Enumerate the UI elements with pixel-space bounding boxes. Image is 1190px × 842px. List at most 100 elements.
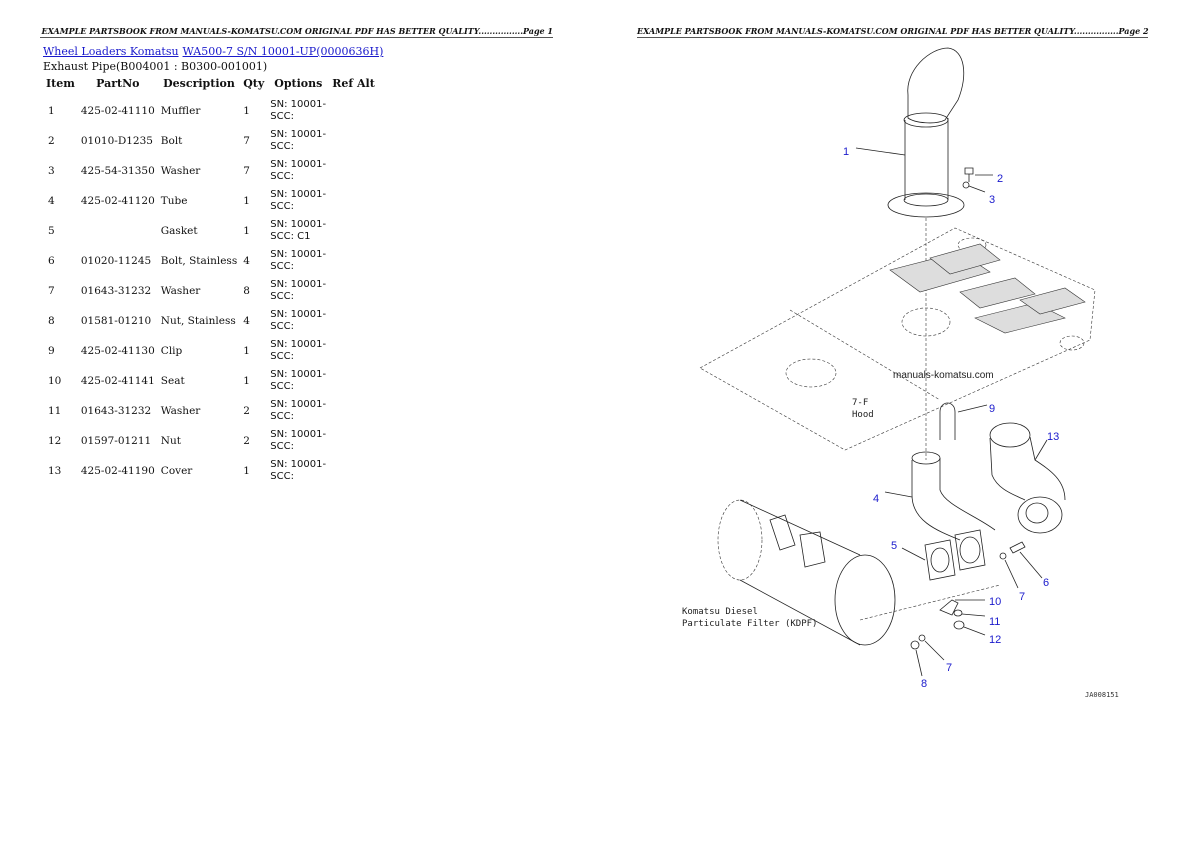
option-serial: SN: 10001- — [270, 429, 327, 440]
cell-partno: 425-54-31350 — [80, 165, 155, 177]
option-scc: SCC: — [270, 321, 294, 332]
page-header-2: EXAMPLE PARTSBOOK FROM MANUALS-KOMATSU.C… — [637, 26, 1149, 38]
col-qty: Qty — [243, 77, 265, 90]
hood-label-2: Hood — [852, 410, 874, 420]
cell-qty: 2 — [243, 435, 250, 447]
option-serial: SN: 10001- — [270, 369, 327, 380]
option-serial: SN: 10001- — [270, 129, 327, 140]
cell-partno: 425-02-41130 — [80, 345, 155, 357]
cell-options: SN: 10001-SCC: — [267, 126, 329, 156]
option-serial: SN: 10001- — [270, 219, 327, 230]
cell-ref-alt — [329, 336, 378, 366]
cell-description: Seat — [160, 375, 185, 387]
cell-description: Washer — [160, 285, 201, 297]
cell-qty: 2 — [243, 405, 250, 417]
table-header-row: Item PartNo Description Qty Options Ref … — [43, 76, 378, 96]
table-row: 2 01010-D1235 Bolt 7 SN: 10001-SCC: — [43, 126, 378, 156]
callout-11: 11 — [989, 616, 1000, 628]
cell-options: SN: 10001-SCC: — [267, 306, 329, 336]
option-serial: SN: 10001- — [270, 159, 327, 170]
watermark-text: manuals-komatsu.com — [893, 370, 994, 381]
section-title: Exhaust Pipe(B004001 : B0300-001001) — [43, 60, 268, 73]
cell-item: 10 — [48, 375, 62, 387]
callout-9: 9 — [989, 403, 995, 415]
cell-ref-alt — [329, 306, 378, 336]
option-scc: SCC: — [270, 201, 294, 212]
col-item: Item — [46, 77, 75, 90]
cell-description: Bolt — [160, 135, 183, 147]
breadcrumb-link-category[interactable]: Wheel Loaders Komatsu — [43, 45, 179, 58]
cell-partno: 425-02-41120 — [80, 195, 155, 207]
option-scc: SCC: — [270, 351, 294, 362]
page-header-1: EXAMPLE PARTSBOOK FROM MANUALS-KOMATSU.C… — [40, 26, 553, 38]
cell-partno: 01010-D1235 — [80, 135, 153, 147]
cell-options: SN: 10001-SCC: — [267, 276, 329, 306]
cell-partno: 425-02-41110 — [80, 105, 155, 117]
cell-item: 8 — [48, 315, 55, 327]
cell-item: 12 — [48, 435, 62, 447]
option-scc: SCC: — [270, 261, 294, 272]
option-serial: SN: 10001- — [270, 339, 327, 350]
cell-item: 1 — [48, 105, 55, 117]
cell-item: 11 — [48, 405, 62, 417]
cell-options: SN: 10001-SCC: — [267, 396, 329, 426]
col-description: Description — [163, 77, 235, 90]
cell-ref-alt — [329, 396, 378, 426]
callout-3: 3 — [989, 194, 995, 206]
cell-ref-alt — [329, 126, 378, 156]
option-scc: SCC: — [270, 441, 294, 452]
callout-1: 1 — [843, 146, 849, 158]
cell-description: Nut — [160, 435, 181, 447]
option-serial: SN: 10001- — [270, 189, 327, 200]
cell-qty: 1 — [243, 465, 250, 477]
option-scc: SCC: — [270, 111, 294, 122]
cell-qty: 4 — [243, 315, 250, 327]
kdpf-label-1: Komatsu Diesel — [682, 607, 758, 617]
callout-8: 8 — [921, 678, 927, 690]
cell-options: SN: 10001-SCC: — [267, 426, 329, 456]
cell-description: Nut, Stainless — [160, 315, 236, 327]
cell-item: 3 — [48, 165, 55, 177]
cell-description: Cover — [160, 465, 193, 477]
cell-item: 7 — [48, 285, 55, 297]
option-serial: SN: 10001- — [270, 399, 327, 410]
table-row: 8 01581-01210 Nut, Stainless 4 SN: 10001-SCC… — [43, 306, 378, 336]
option-scc: SCC: — [270, 411, 294, 422]
callout-13: 13 — [1047, 431, 1059, 443]
cell-qty: 1 — [243, 225, 250, 237]
muffler-drawing — [855, 47, 993, 460]
cell-description: Gasket — [160, 225, 198, 237]
cell-options: SN: 10001-SCC: C1 — [267, 216, 329, 246]
option-serial: SN: 10001- — [270, 99, 327, 110]
cell-partno: 01597-01211 — [80, 435, 152, 447]
cell-description: Bolt, Stainless — [160, 255, 238, 267]
option-serial: SN: 10001- — [270, 279, 327, 290]
callout-4: 4 — [873, 493, 879, 505]
cell-description: Clip — [160, 345, 183, 357]
col-options: Options — [274, 77, 323, 90]
tube-drawing — [884, 451, 996, 571]
cell-description: Washer — [160, 405, 201, 417]
cell-qty: 7 — [243, 165, 250, 177]
breadcrumb-link-model[interactable]: WA500-7 S/N 10001-UP(0000636H) — [182, 45, 384, 58]
cell-item: 2 — [48, 135, 55, 147]
option-serial: SN: 10001- — [270, 309, 327, 320]
callout-7b: 7 — [946, 662, 952, 674]
cell-item: 13 — [48, 465, 62, 477]
cell-options: SN: 10001-SCC: — [267, 156, 329, 186]
cell-partno: 01581-01210 — [80, 315, 152, 327]
cell-options: SN: 10001-SCC: — [267, 456, 329, 486]
hood-panel-drawing — [699, 227, 1096, 451]
cell-qty: 4 — [243, 255, 250, 267]
cell-qty: 7 — [243, 135, 250, 147]
cell-description: Tube — [160, 195, 188, 207]
option-scc: SCC: — [270, 291, 294, 302]
